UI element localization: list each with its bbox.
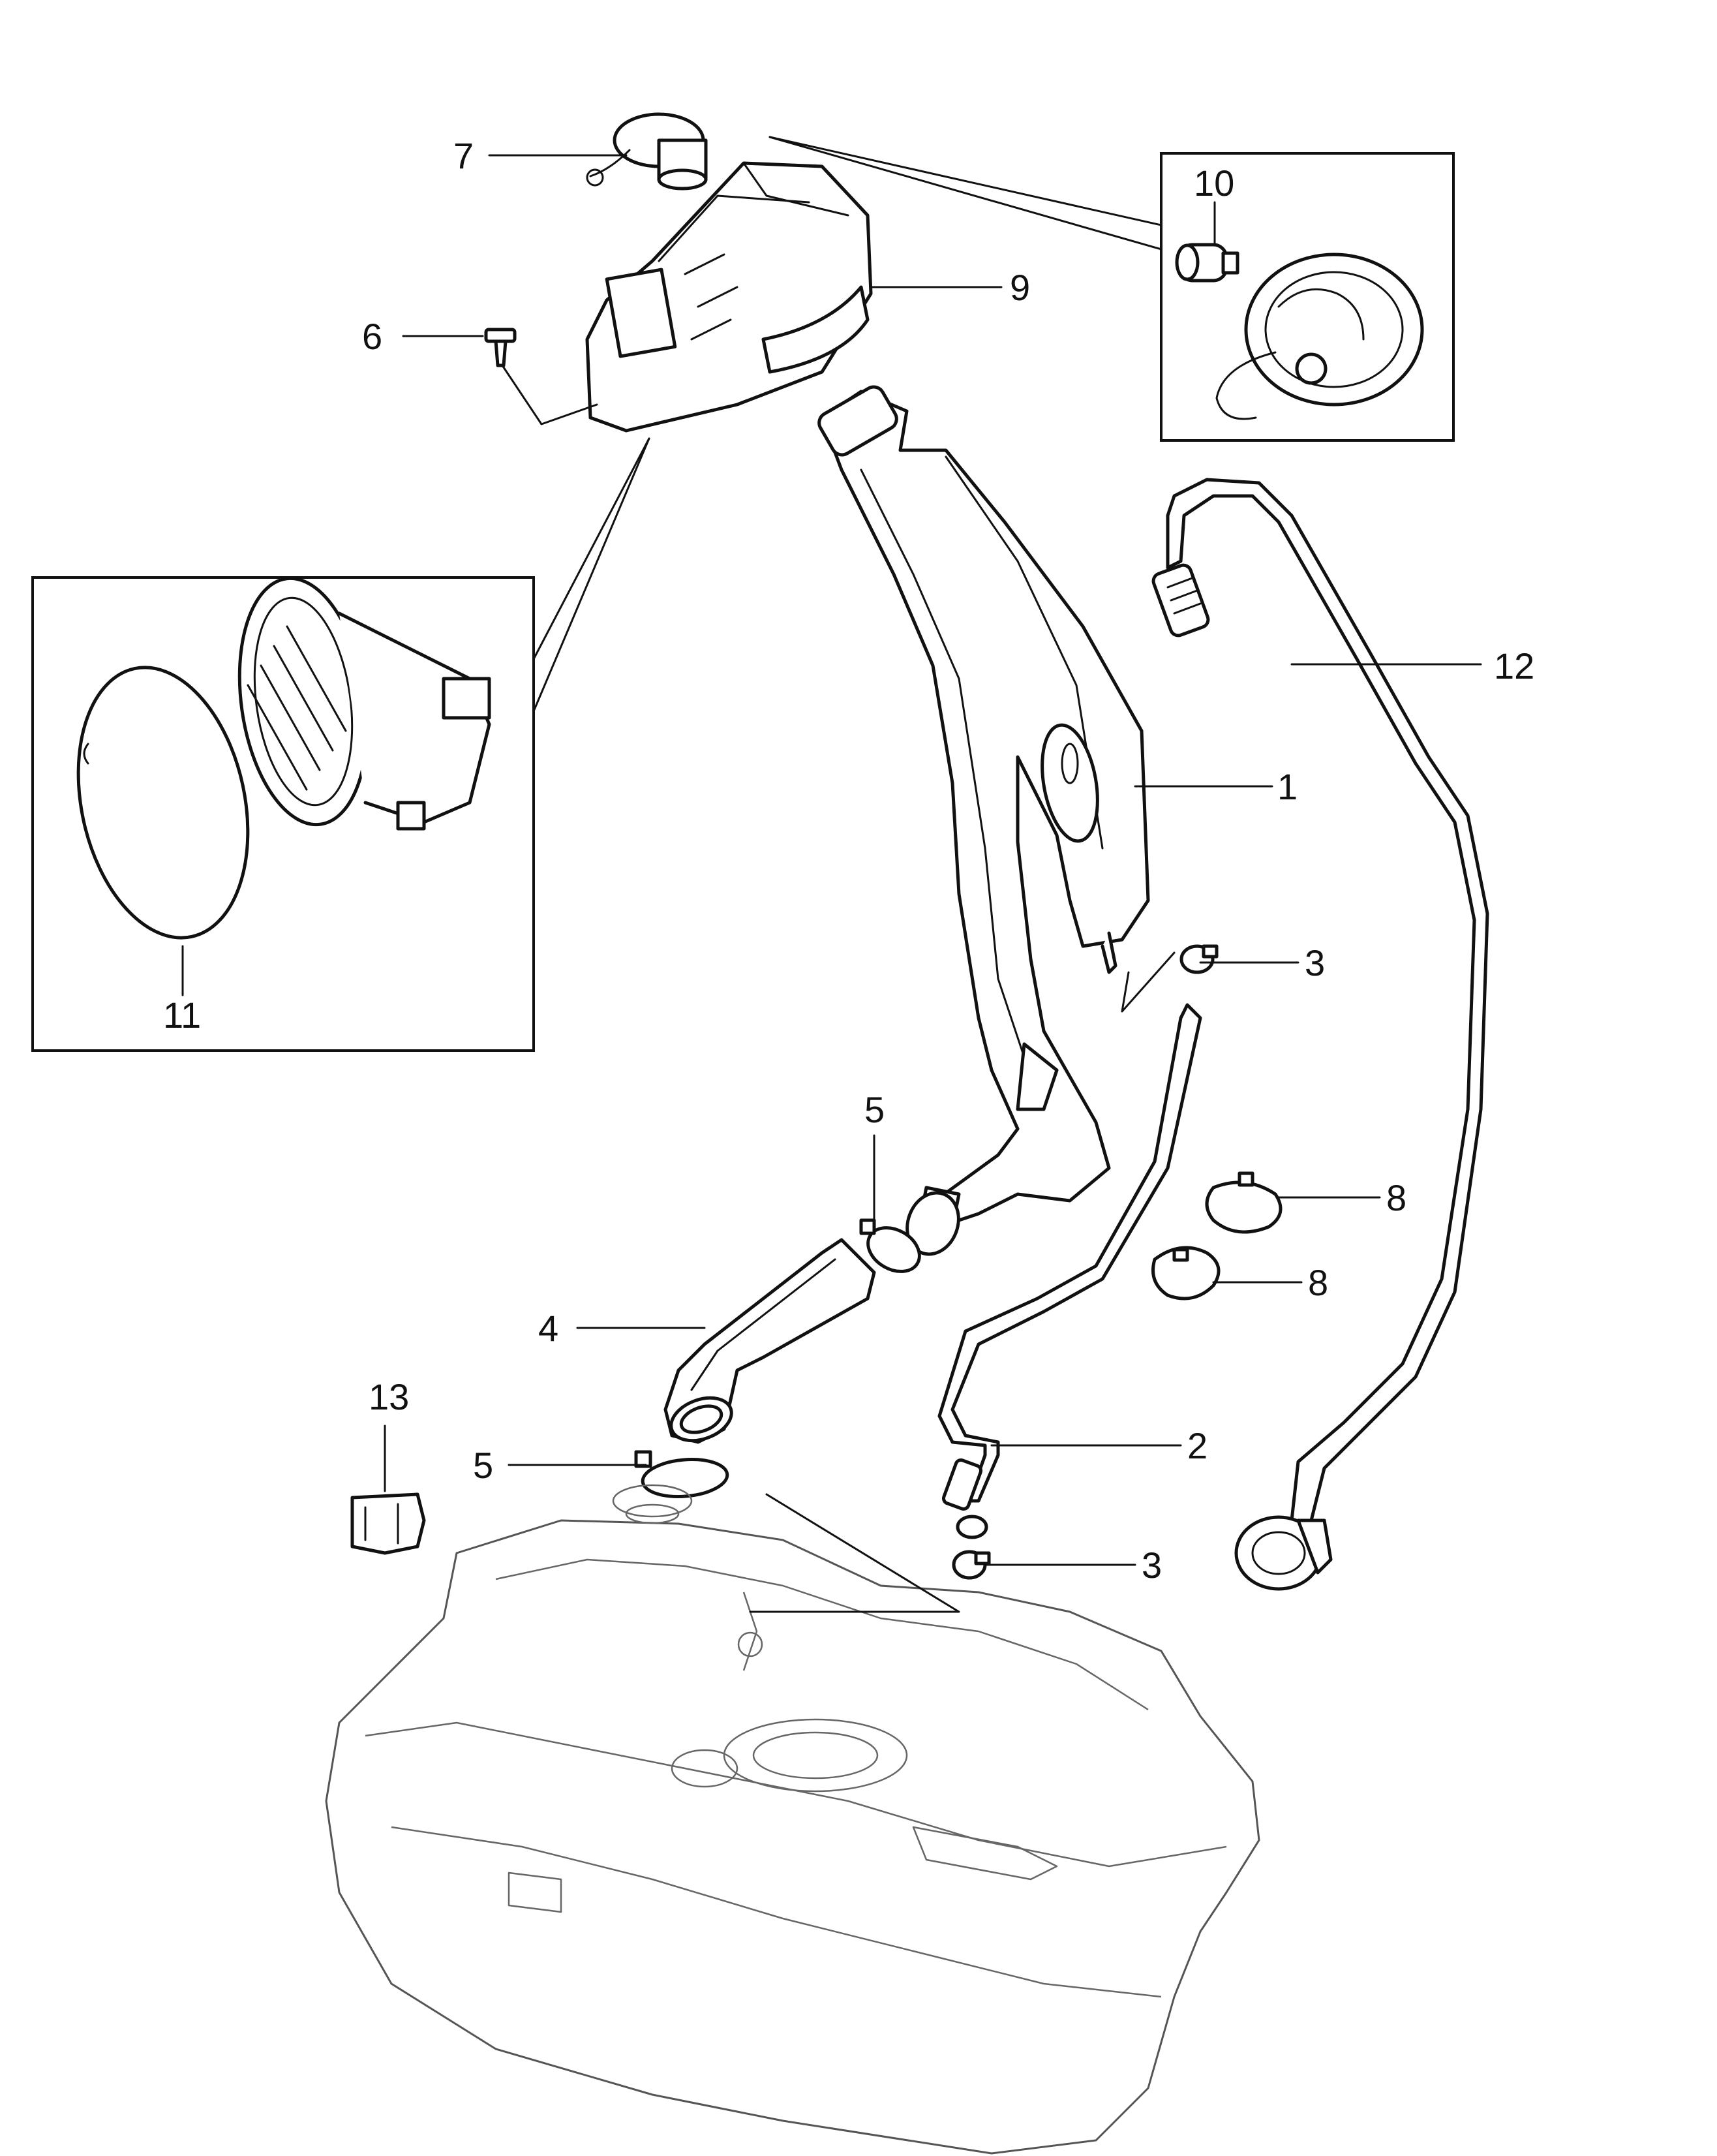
callout-labels: 7 6 9 10 11 1 3 12 5 4 8 8 2 13 5 3 (163, 135, 1534, 1586)
callout-5-upper: 5 (864, 1089, 885, 1130)
leader-lines (181, 136, 1482, 1613)
callout-10: 10 (1194, 162, 1234, 204)
vent-hose (937, 1003, 1202, 1539)
callout-8-upper: 8 (1386, 1177, 1406, 1218)
vent-hose-clip-b (1151, 1246, 1221, 1301)
hose-clamp-lower (634, 1450, 729, 1498)
callout-13: 13 (369, 1376, 409, 1417)
detail-box-filler-door (31, 576, 535, 1052)
callout-11: 11 (163, 994, 201, 1036)
vent-hose-clip-a (1205, 1171, 1283, 1234)
callout-9: 9 (1010, 267, 1030, 308)
callout-6: 6 (362, 316, 382, 357)
retaining-clip (350, 1492, 426, 1555)
filler-door-housing (237, 576, 491, 831)
callout-8-lower: 8 (1308, 1262, 1328, 1303)
hose-clip-lower (952, 1550, 991, 1580)
lock-cylinder (1175, 243, 1239, 283)
fuel-cap (1215, 253, 1424, 420)
breather-pipe (1151, 478, 1489, 1591)
filler-neck-pipe (817, 385, 1150, 1256)
callout-2: 2 (1187, 1425, 1208, 1466)
callout-3-lower: 3 (1142, 1545, 1162, 1586)
hose-clamp-upper (859, 1218, 921, 1273)
filler-hose (663, 1238, 876, 1444)
callout-12: 12 (1494, 645, 1534, 686)
hose-clip-upper (1179, 944, 1219, 974)
screw (484, 328, 517, 367)
callout-5-lower: 5 (473, 1445, 493, 1486)
filler-housing (585, 161, 873, 433)
filler-door-lid (76, 666, 250, 940)
callout-3-upper: 3 (1305, 942, 1325, 983)
callout-7: 7 (453, 135, 474, 176)
fuel-tank (325, 1484, 1260, 2155)
filler-cap (586, 112, 708, 191)
callout-1: 1 (1277, 766, 1298, 807)
callout-4: 4 (538, 1308, 558, 1349)
detail-box-fuel-cap (1160, 152, 1455, 442)
